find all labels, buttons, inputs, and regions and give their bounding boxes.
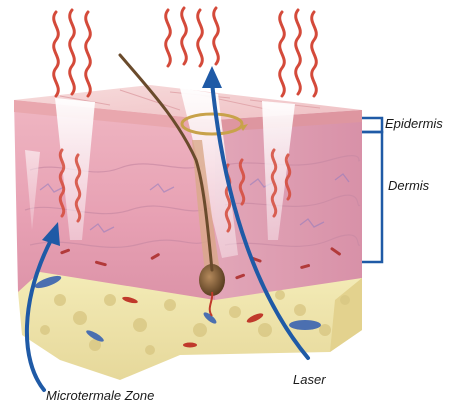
layer-bracket xyxy=(362,118,382,262)
laser-label: Laser xyxy=(293,372,326,387)
microtermale-zone-label: Microtermale Zone xyxy=(46,388,154,403)
epidermis-label: Epidermis xyxy=(385,116,443,131)
dermis-label: Dermis xyxy=(388,178,429,193)
